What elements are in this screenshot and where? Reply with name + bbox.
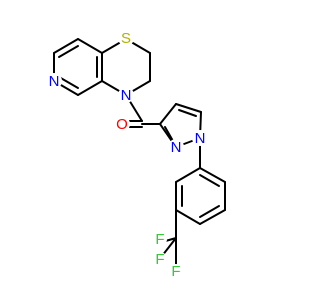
bond-pyr-c4-c5 <box>77 80 103 96</box>
atom-labels: S N N O N N F F <box>46 30 208 280</box>
bond-ph-c4-c5 <box>175 209 201 225</box>
sulfur-atom-label: S <box>121 30 131 47</box>
fluorine-atom-left: F <box>153 251 167 268</box>
bond-pz-double-1 <box>178 109 197 117</box>
thiazine-nitrogen-label: N <box>121 87 132 104</box>
fluorine-atom-top: F <box>153 231 167 248</box>
bond-pz-double-2 <box>164 126 174 142</box>
bond-pz-c4-c5 <box>175 103 202 113</box>
fluorine-top-label: F <box>155 231 164 248</box>
pyrazole-n2-label: N <box>171 139 182 156</box>
bond-ph-c3-c4 <box>199 209 226 225</box>
bond-ph-double-1 <box>199 174 220 187</box>
bond-pyr-double-3 <box>58 76 79 89</box>
bond-ph-double-2 <box>199 205 220 218</box>
carbonyl-oxygen-atom: O <box>114 116 130 133</box>
pyrazole-n1-label: N <box>195 130 206 147</box>
sulfur-atom: S <box>118 30 134 47</box>
pyrazole-n1-atom: N <box>192 130 208 147</box>
bond-pz-c3-c4 <box>159 103 177 125</box>
pyridine-nitrogen-atom: N <box>46 73 62 90</box>
pyridine-nitrogen-label: N <box>49 73 60 90</box>
bond-pyr-double-1 <box>58 45 79 58</box>
bond-cf3-f-left <box>161 237 177 257</box>
fluorine-atom-bottom: F <box>169 263 183 280</box>
thiazine-nitrogen-atom: N <box>118 87 134 104</box>
bond-ph-c1-c2 <box>199 167 226 183</box>
pyrazole-n2-atom: N <box>168 139 184 156</box>
bond-ph-c6-c1 <box>175 167 201 183</box>
fluorine-left-label: F <box>155 251 164 268</box>
bond-pyr-c2-c3 <box>77 38 103 54</box>
bond-pyr-c1-c2 <box>53 38 79 54</box>
molecule-structure-diagram: S N N O N N F F <box>46 30 226 280</box>
bonds <box>53 38 226 267</box>
carbonyl-oxygen-label: O <box>116 116 128 133</box>
fluorine-bottom-label: F <box>171 263 180 280</box>
